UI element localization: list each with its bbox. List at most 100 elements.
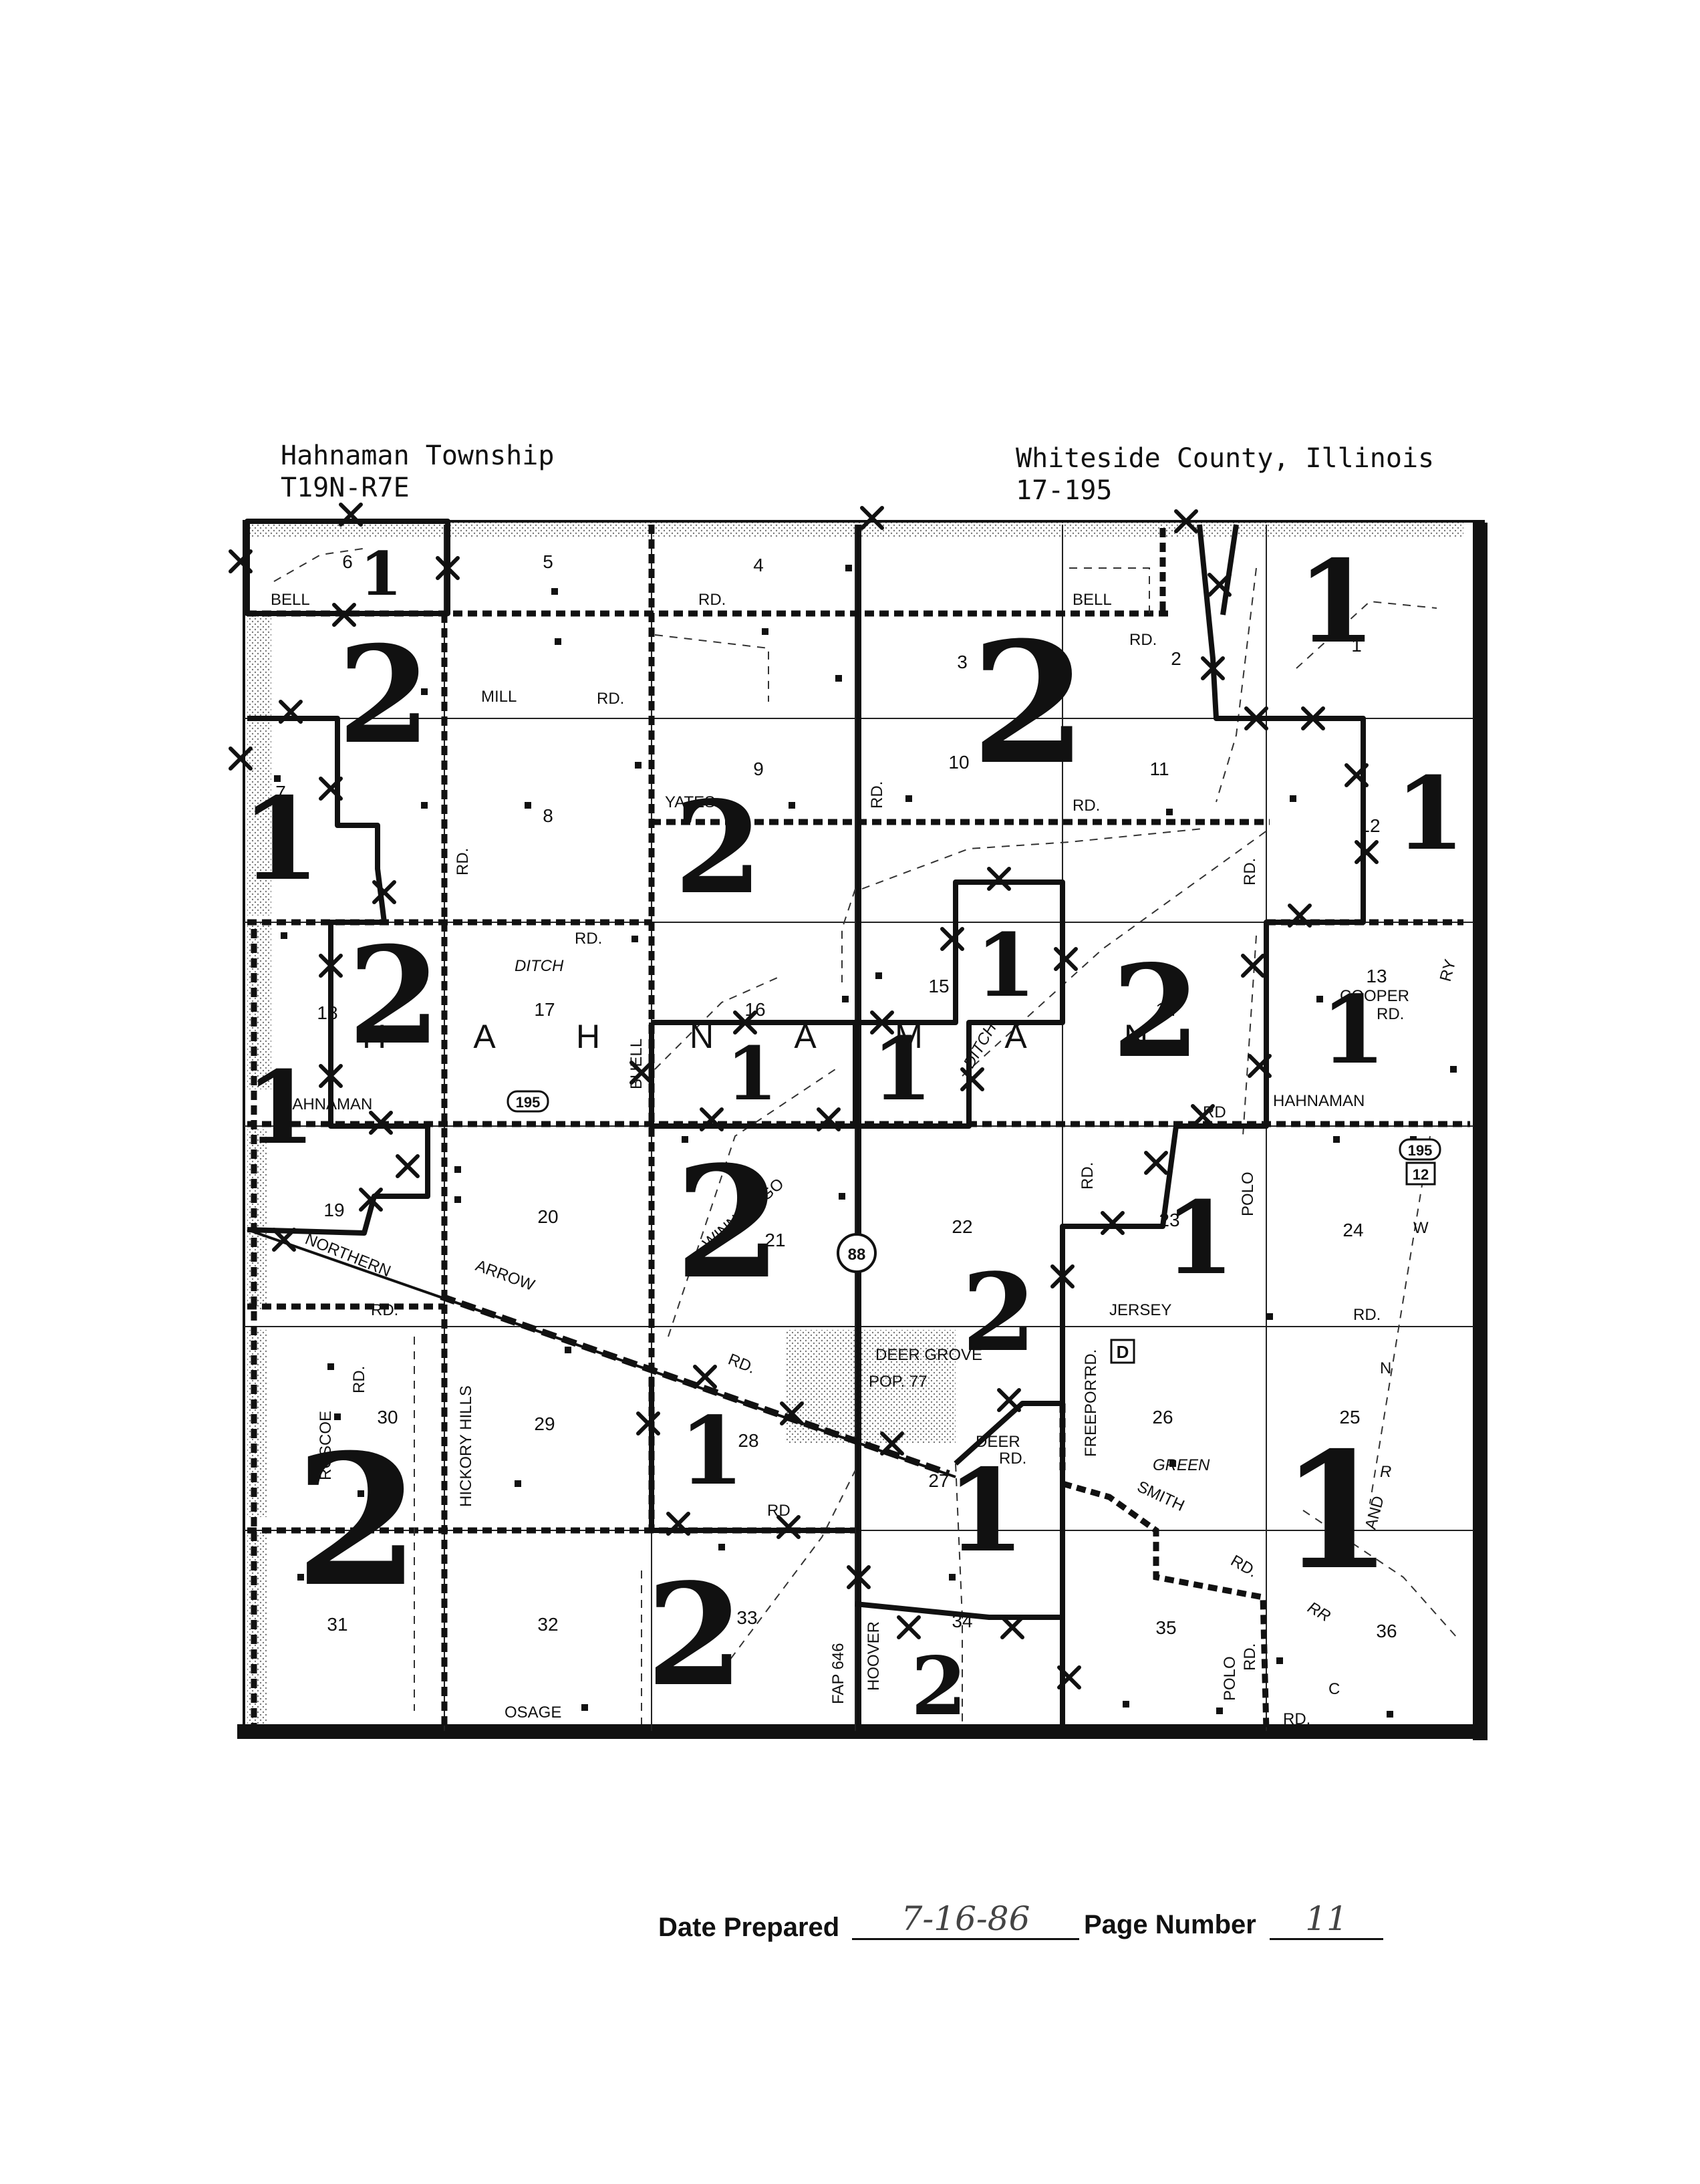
road-c-letter: C bbox=[1328, 1680, 1340, 1698]
stipple-left-4 bbox=[247, 1330, 267, 1517]
section-13: 13 bbox=[1366, 966, 1387, 986]
hand-s33: 2 bbox=[646, 1552, 744, 1718]
section-9: 9 bbox=[753, 759, 764, 779]
road-jersey-rd: RD. bbox=[1353, 1306, 1381, 1324]
section-15: 15 bbox=[928, 976, 949, 996]
shield-195-b-label: 195 bbox=[1408, 1142, 1433, 1159]
dashed-minor-roads bbox=[273, 547, 1457, 1724]
road-green: GREEN bbox=[1153, 1456, 1210, 1474]
section-23: 23 bbox=[1159, 1210, 1179, 1230]
section-10: 10 bbox=[948, 752, 969, 773]
section-6: 6 bbox=[342, 551, 353, 572]
section-14: 14 bbox=[1155, 999, 1176, 1020]
hand-s18: 2 bbox=[347, 918, 440, 1075]
road-buell: BUELL bbox=[627, 1039, 646, 1089]
section-3: 3 bbox=[957, 652, 968, 672]
stipple-left-3 bbox=[247, 1129, 267, 1310]
section-26: 26 bbox=[1152, 1407, 1173, 1427]
x-marks bbox=[229, 503, 1379, 1689]
section-29: 29 bbox=[534, 1413, 555, 1434]
hand-s6: 1 bbox=[360, 539, 402, 609]
road-n-letter: N bbox=[1380, 1359, 1391, 1377]
hand-s15b: 1 bbox=[872, 1018, 932, 1120]
township-letter-7: A bbox=[1004, 1018, 1027, 1055]
section-16: 16 bbox=[744, 999, 765, 1020]
hand-s9: 2 bbox=[674, 773, 762, 922]
road-deer-rd: RD. bbox=[999, 1450, 1026, 1468]
road-rd-28: RD. bbox=[726, 1351, 758, 1378]
township-letter-3: H bbox=[576, 1018, 600, 1055]
township-lettering: H A H N A M A N bbox=[362, 1018, 1148, 1055]
stipple-left-5 bbox=[247, 1530, 267, 1724]
road-rd-36: RD. bbox=[1283, 1710, 1310, 1728]
road-smith-rd: RD. bbox=[1228, 1552, 1260, 1581]
route-shield-195-a: 195 bbox=[507, 1090, 549, 1113]
section-21: 21 bbox=[764, 1230, 785, 1250]
road-rd-vertical-8: RD. bbox=[454, 848, 472, 875]
road-northern: NORTHERN bbox=[303, 1230, 394, 1281]
road-rd-16: RD. bbox=[575, 930, 602, 948]
hand-s21: 2 bbox=[675, 1133, 782, 1313]
border-right-thick bbox=[1473, 523, 1488, 1740]
section-17: 17 bbox=[534, 999, 555, 1020]
section-numbers: 6 5 4 3 2 1 7 8 9 10 11 12 18 17 16 15 1… bbox=[275, 551, 1397, 1641]
road-w-letter: W bbox=[1413, 1219, 1429, 1237]
road-ry: RY bbox=[1437, 958, 1460, 984]
road-osage: OSAGE bbox=[505, 1703, 561, 1722]
road-hahnaman-right: HAHNAMAN bbox=[1273, 1092, 1365, 1110]
route-marker-d: D bbox=[1110, 1339, 1135, 1364]
road-fap: FAP 646 bbox=[829, 1643, 847, 1704]
road-deer: DEER bbox=[976, 1433, 1020, 1451]
road-bell-right: BELL bbox=[1073, 591, 1112, 609]
hand-s13: 1 bbox=[1320, 976, 1385, 1085]
road-cooper: COOPER bbox=[1340, 987, 1409, 1005]
route-shield-12: 12 bbox=[1405, 1162, 1436, 1186]
road-rd-33: RD bbox=[767, 1502, 791, 1520]
section-2: 2 bbox=[1171, 648, 1181, 669]
building-markers bbox=[274, 565, 1457, 1718]
road-polo-upper: POLO bbox=[1239, 1172, 1257, 1216]
section-19: 19 bbox=[323, 1200, 344, 1220]
section-20: 20 bbox=[537, 1206, 558, 1227]
section-27: 27 bbox=[928, 1470, 949, 1491]
section-5: 5 bbox=[543, 551, 553, 572]
road-yates: YATES bbox=[665, 793, 715, 811]
hand-s23: 1 bbox=[1165, 1180, 1234, 1297]
date-prepared-label: Date Prepared bbox=[658, 1913, 840, 1942]
section-28: 28 bbox=[738, 1430, 758, 1451]
township-letter-4: N bbox=[690, 1018, 714, 1055]
section-24: 24 bbox=[1342, 1220, 1363, 1240]
hand-s27: 1 bbox=[946, 1444, 1025, 1578]
road-hahnaman-left: HAHNAMAN bbox=[281, 1095, 372, 1113]
road-yates-rd: RD. bbox=[1073, 797, 1100, 815]
hand-s25: 1 bbox=[1281, 1417, 1393, 1605]
section-11: 11 bbox=[1149, 759, 1169, 779]
road-freeport-rd: RD. bbox=[1082, 1349, 1100, 1377]
section-8: 8 bbox=[543, 805, 553, 826]
section-12: 12 bbox=[1359, 815, 1380, 836]
road-roscoe: ROSCOE bbox=[317, 1411, 335, 1480]
route-shield-195-b: 195 bbox=[1399, 1138, 1441, 1161]
hand-s34: 2 bbox=[911, 1639, 967, 1734]
county-code: 17-195 bbox=[1016, 475, 1113, 506]
township-letter-8: N bbox=[1124, 1018, 1148, 1055]
section-22: 22 bbox=[952, 1216, 972, 1237]
handwritten-precinct-numbers: 1 2 1 1 2 2 1 1 2 2 1 1 1 1 1 2 2 2 1 1 … bbox=[241, 535, 1465, 1734]
road-rd-vertical-12: RD. bbox=[1241, 858, 1259, 885]
township-letter-6: M bbox=[895, 1018, 923, 1055]
shield-88-label: 88 bbox=[848, 1246, 866, 1264]
shield-12-label: 12 bbox=[1413, 1166, 1429, 1183]
road-rd-19: RD. bbox=[371, 1301, 398, 1319]
hand-s19: 1 bbox=[246, 1049, 315, 1167]
hand-s3: 2 bbox=[971, 605, 1087, 801]
stipple-left bbox=[247, 615, 271, 916]
section-36: 36 bbox=[1376, 1621, 1397, 1641]
township-letter-2: A bbox=[473, 1018, 496, 1055]
hand-s12: 1 bbox=[1395, 755, 1465, 873]
road-labels: BELL RD. BELL RD. MILL RD. YATES RD. RD.… bbox=[271, 591, 1429, 1728]
road-ditch-17: DITCH bbox=[515, 957, 564, 975]
page-number-value: 11 bbox=[1270, 1899, 1383, 1940]
county-title: Whiteside County, Illinois bbox=[1016, 443, 1435, 474]
road-bell-left: BELL bbox=[271, 591, 310, 609]
township-title: Hahnaman Township bbox=[281, 440, 555, 471]
